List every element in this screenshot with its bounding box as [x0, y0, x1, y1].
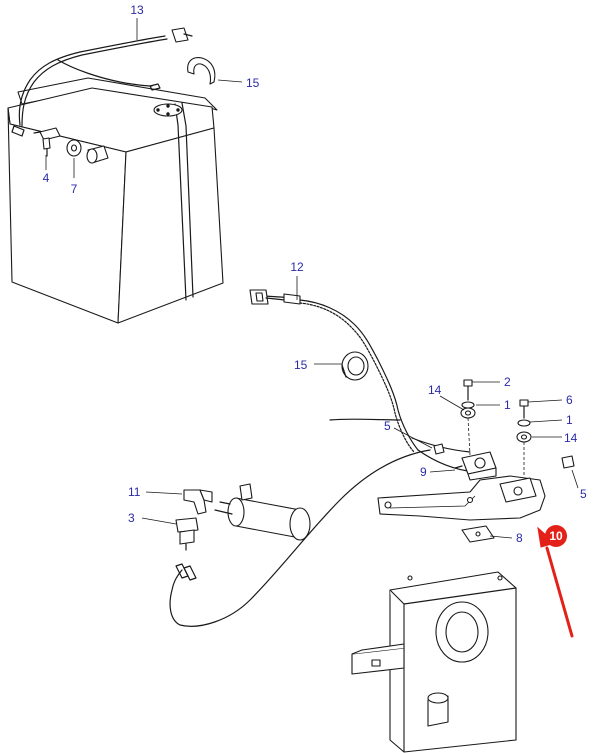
grommet-5-left	[433, 443, 445, 455]
fuel-sender-4	[33, 127, 61, 157]
leader-lines	[45, 18, 579, 539]
highlight-badge	[545, 525, 567, 547]
callout-15-top: 15	[246, 76, 260, 90]
bolt-group-left	[460, 379, 476, 456]
callout-5-left: 5	[384, 419, 391, 433]
callout-13: 13	[130, 3, 144, 17]
callout-1-left: 1	[504, 398, 511, 412]
highlight-arrow	[545, 546, 574, 638]
highlight-part-10: 10	[537, 525, 574, 638]
pump-unit	[214, 483, 311, 541]
callout-10: 10	[549, 529, 563, 543]
callout-6: 6	[566, 393, 573, 407]
callout-14-right: 14	[564, 431, 578, 445]
fuel-tank	[7, 77, 224, 324]
callout-11: 11	[128, 485, 141, 499]
clip-15-top	[187, 57, 216, 85]
callout-2: 2	[504, 375, 511, 389]
callout-1-right: 1	[566, 413, 573, 427]
callout-5-right: 5	[580, 487, 587, 501]
harness-13	[11, 27, 193, 137]
elbow-11	[183, 489, 213, 515]
callout-3: 3	[128, 511, 135, 525]
clip-15-middle	[341, 351, 369, 381]
wire-lead	[169, 449, 431, 627]
mounting-plate	[351, 571, 517, 753]
solenoid-9	[454, 451, 497, 481]
callout-9: 9	[420, 465, 427, 479]
callout-12: 12	[290, 260, 304, 274]
plate-8	[461, 525, 495, 543]
bolt-group-right	[516, 399, 532, 475]
callout-8: 8	[516, 531, 523, 545]
switch-10	[499, 477, 537, 503]
callout-14-left: 14	[428, 383, 442, 397]
pressure-switch-3	[175, 517, 199, 551]
callout-4: 4	[43, 171, 50, 185]
callout-7: 7	[71, 182, 78, 196]
callout-labels: 13 15 4 7 12 15 2 14 1 6 1 14 5 9 5 11 3…	[43, 3, 587, 545]
washer-7	[66, 139, 82, 157]
callout-15-middle: 15	[294, 358, 308, 372]
harness-12	[249, 289, 476, 473]
grommet-5-right	[561, 455, 575, 469]
